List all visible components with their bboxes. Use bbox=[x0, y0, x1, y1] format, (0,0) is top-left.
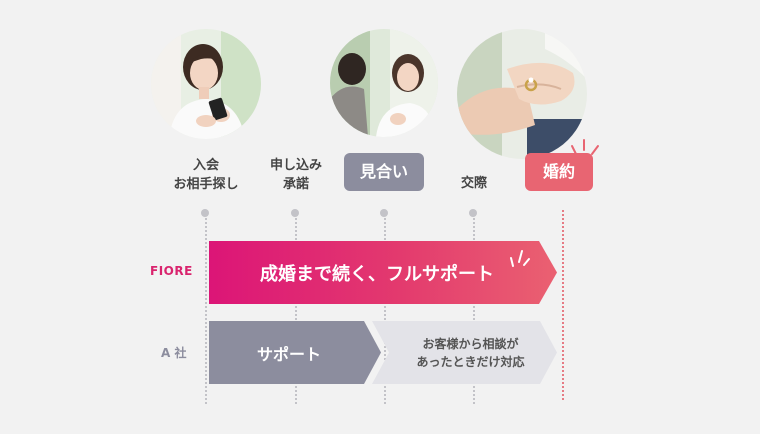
sparkle-icon bbox=[509, 248, 531, 268]
stage-label-omiai: 見合い bbox=[344, 153, 424, 191]
photo-woman-with-phone bbox=[151, 29, 261, 139]
photo-woman-with-phone-image bbox=[151, 29, 261, 139]
company-a-support-bar: サポート bbox=[209, 321, 381, 384]
photo-omiai-meeting bbox=[330, 29, 438, 137]
company-a-support-text: サポート bbox=[257, 341, 321, 365]
stage-label-dating: 交際 bbox=[444, 174, 504, 193]
timeline-guide-engagement bbox=[562, 210, 564, 400]
row-label-fiore: FIORE bbox=[150, 264, 193, 278]
stage-label-application-accept: 申し込み 承諾 bbox=[258, 156, 334, 194]
stage-label-engagement: 婚約 bbox=[525, 153, 593, 191]
row-label-company-a: A 社 bbox=[161, 344, 186, 361]
stage-label-join-search: 入会 お相手探し bbox=[160, 156, 252, 194]
sparkle-icon bbox=[570, 136, 602, 158]
timeline-guide-join bbox=[205, 214, 207, 404]
company-a-consult-only-bar: お客様から相談が あったときだけ対応 bbox=[372, 321, 557, 384]
company-a-consult-text: お客様から相談が あったときだけ対応 bbox=[416, 335, 524, 371]
photo-engagement-ring-image bbox=[457, 29, 587, 159]
fiore-full-support-bar: 成婚まで続く、フルサポート bbox=[209, 241, 557, 304]
photo-omiai-meeting-image bbox=[330, 29, 438, 137]
fiore-full-support-text: 成婚まで続く、フルサポート bbox=[260, 260, 494, 286]
photo-engagement-ring bbox=[457, 29, 587, 159]
